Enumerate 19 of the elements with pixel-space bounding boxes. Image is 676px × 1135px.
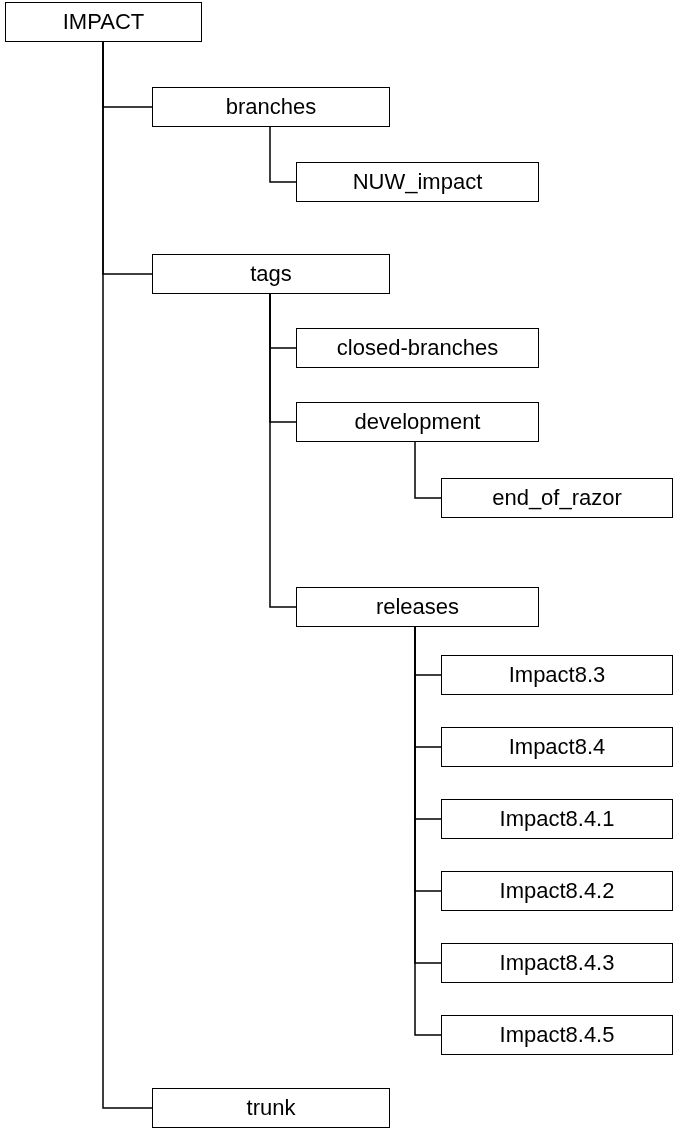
folder-box: releases: [296, 587, 539, 627]
folder-box: NUW_impact: [296, 162, 539, 202]
folder-box: end_of_razor: [441, 478, 673, 518]
folder-box: development: [296, 402, 539, 442]
folder-box: Impact8.4.5: [441, 1015, 673, 1055]
connector-line: [414, 441, 442, 499]
folder-box: IMPACT: [5, 2, 202, 42]
folder-box: Impact8.3: [441, 655, 673, 695]
folder-box: trunk: [152, 1088, 390, 1128]
folder-box: closed-branches: [296, 328, 539, 368]
connector-line: [269, 126, 297, 183]
folder-box: Impact8.4.3: [441, 943, 673, 983]
folder-box: Impact8.4: [441, 727, 673, 767]
folder-box: Impact8.4.1: [441, 799, 673, 839]
folder-box: branches: [152, 87, 390, 127]
connector-line: [269, 293, 297, 608]
connector-line: [102, 41, 153, 1109]
folder-box: Impact8.4.2: [441, 871, 673, 911]
folder-box: tags: [152, 254, 390, 294]
